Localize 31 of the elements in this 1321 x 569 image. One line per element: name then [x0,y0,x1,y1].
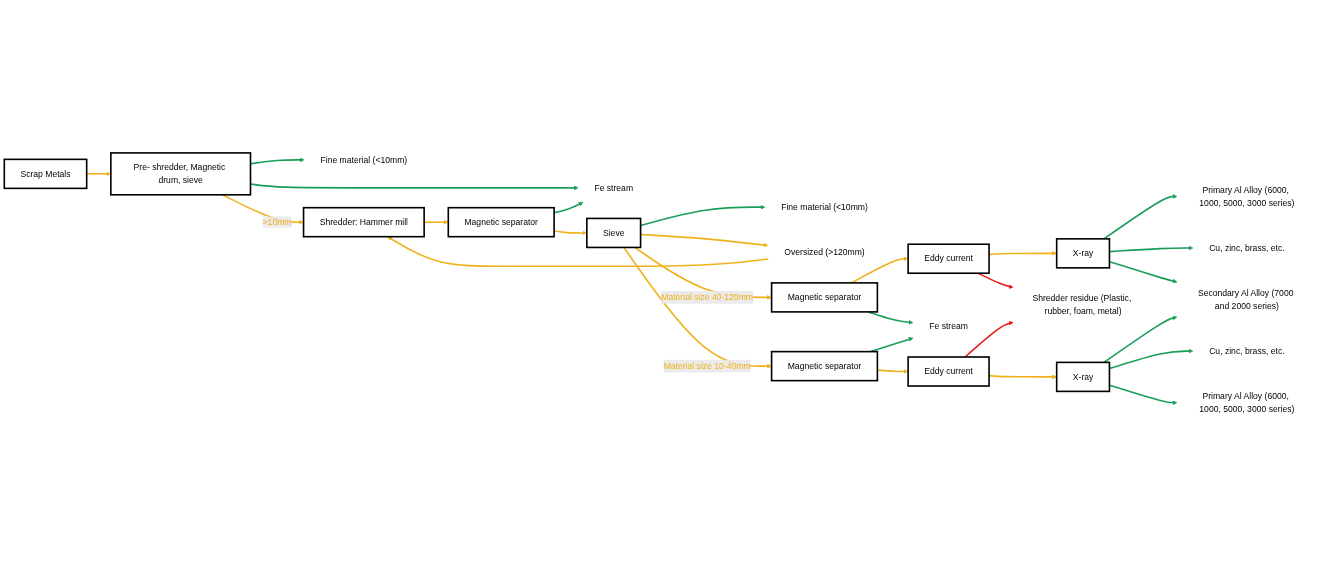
node-box: X-ray [1055,238,1111,269]
node-text: Primary Al Alloy (6000, 1000, 5000, 3000 series) [1199,391,1295,414]
edge-label: >10mm [262,217,292,227]
node-box: X-ray [1055,361,1111,393]
edge-label: Material size 10-40mm [663,361,751,371]
node-text: Shredder residue (Plastic, rubber, foam, metal) [1032,293,1132,316]
node-box: Eddy current [907,243,990,275]
node-box: Shredder: Hammer mill [302,206,425,238]
node-text: Cu, zinc, brass, etc. [1209,346,1285,356]
node-text: Cu, zinc, brass, etc. [1209,243,1285,253]
node-box: Magnetic separator [770,350,879,382]
node-box: Scrap Metals [3,158,88,190]
node-text: Oversized (>120mm) [784,247,865,257]
node-text: Primary Al Alloy (6000, 1000, 5000, 3000 series) [1199,185,1295,208]
arrow [850,256,909,284]
node-box: Eddy current [907,356,990,387]
node-box: Pre- shredder, Magnetic drum, sieve [110,152,252,196]
arrow [964,321,1014,358]
edge-label: Material size 40-120mm [661,292,753,302]
arrow [387,236,769,268]
node-box: Sieve [586,217,642,249]
node-box: Magnetic separator [770,282,879,313]
node-text: Secondary Al Alloy (7000 and 2000 series) [1197,288,1294,311]
node-text: Fine material (<10mm) [781,202,868,212]
node-box: Magnetic separator [447,206,555,238]
node-text: Fine material (<10mm) [320,155,408,165]
arrow [1103,194,1178,240]
node-text: Fe stream [594,182,634,193]
arrow [1103,315,1178,364]
node-text: Fe stream [929,321,968,331]
arrow [977,272,1014,289]
